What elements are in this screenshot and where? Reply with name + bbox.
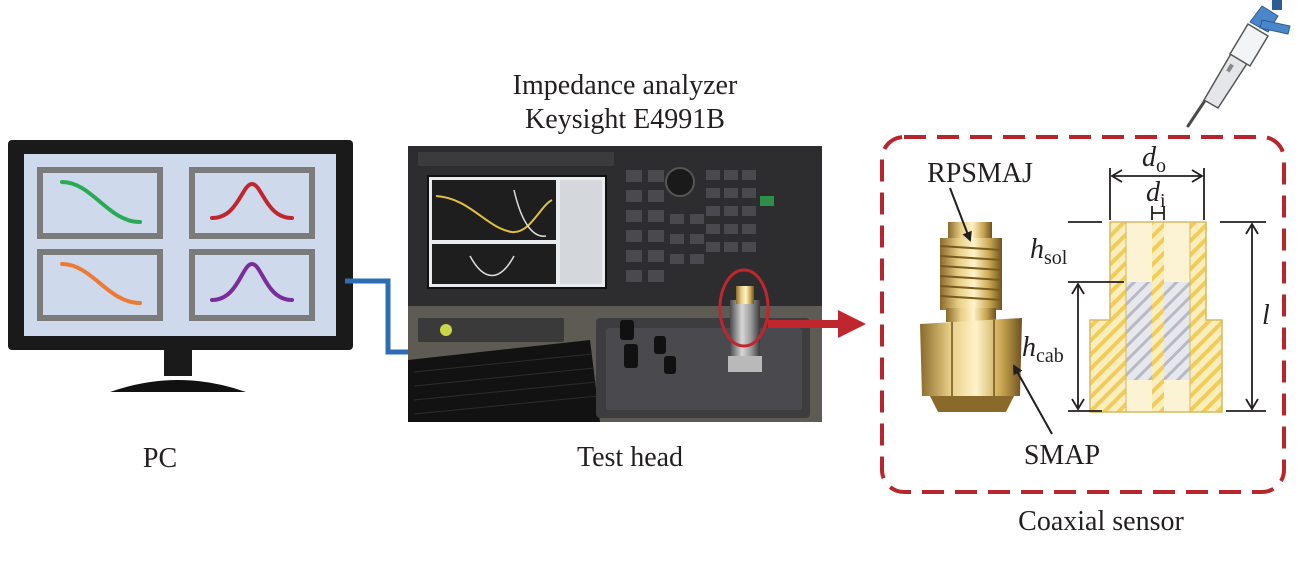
smap-pointer [1013,364,1053,435]
monitor-stand [110,380,246,392]
coaxial-sensor-box [880,135,1286,494]
monitor-curve-orange [60,262,142,305]
mouse-pad [418,318,564,342]
monitor-neck [164,350,192,376]
highlight-arrow-head [838,310,866,338]
inner-conductor [1152,222,1164,412]
plot-panel-3 [37,249,163,321]
rpsmaj-label: RPSMAJ [927,158,1033,189]
analyzer-title-line1: Impedance analyzer [513,70,738,101]
coaxial-sensor-label: Coaxial sensor [1018,506,1184,537]
inner-diameter-symbol: di [1146,177,1166,212]
analyzer-header-bar [418,152,614,166]
pc-label: PC [143,443,177,474]
display-trace-top [432,180,556,240]
outer-conductor-flange-left [1090,320,1110,412]
analyzer-knob [665,167,695,197]
display-trace-bottom [432,244,556,284]
monitor-curve-red [210,181,294,220]
analyzer-keypad [626,170,756,282]
pipette-icon [1186,0,1291,128]
keyboard [408,340,600,422]
sensor-cross-section [1089,221,1223,413]
solder-height-symbol: hsol [1030,234,1068,269]
outer-diameter-symbol: do [1142,142,1166,177]
monitor-curve-purple [210,261,294,302]
cable-height-symbol: hcab [1022,332,1064,367]
plot-panel-4 [189,249,315,321]
smap-label: SMAP [1024,440,1100,471]
pc-monitor [8,140,353,392]
analyzer-title-line2: Keysight E4991B [525,104,725,135]
rpsmaj-pointer [949,187,972,242]
test-head-label: Test head [577,442,683,473]
connector-highlight-ellipse [718,268,770,348]
length-symbol: l [1262,300,1270,331]
smap-hex-nut [920,318,1022,396]
outer-conductor-flange-right [1206,320,1222,412]
connector-photo [920,222,1022,412]
monitor-curve-green [60,180,142,224]
plot-panel-2 [189,167,315,239]
impedance-analyzer-photo [408,146,822,422]
test-port-adapter [730,300,760,360]
pc-analyzer-cable [345,278,408,355]
dimension-lines [1068,168,1266,412]
display-softkeys [560,180,602,284]
